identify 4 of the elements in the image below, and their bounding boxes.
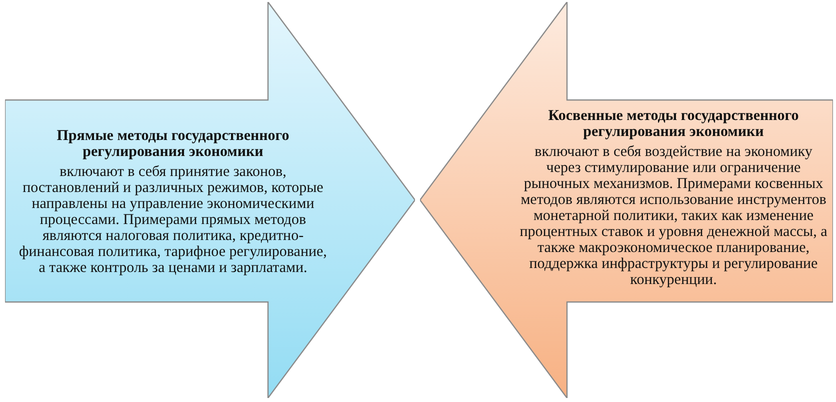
right-arrow-shape bbox=[5, 2, 415, 398]
description-text: включают в себя воздействие на экономику через стимулирование или ограничение рыночных механизмов. Примерами косвенных методов являются использование инструментов монетарной политики, таких как изменение процентных ставок и уровня денежной массы, а также макроэкономическое планирование, поддержка инфраструктуры и регулирование конкуренции. bbox=[518, 144, 828, 288]
description-text: включают в себя принятие законов, постановлений и различных режимов, которые направлены на управление экономическими процессами. Примерами прямых методов являются налоговая политика, кредитно-финансовая политика, тарифное регулирование, а также контроль за ценами и зарплатами. bbox=[18, 164, 328, 276]
left-arrow-shape bbox=[420, 2, 833, 398]
